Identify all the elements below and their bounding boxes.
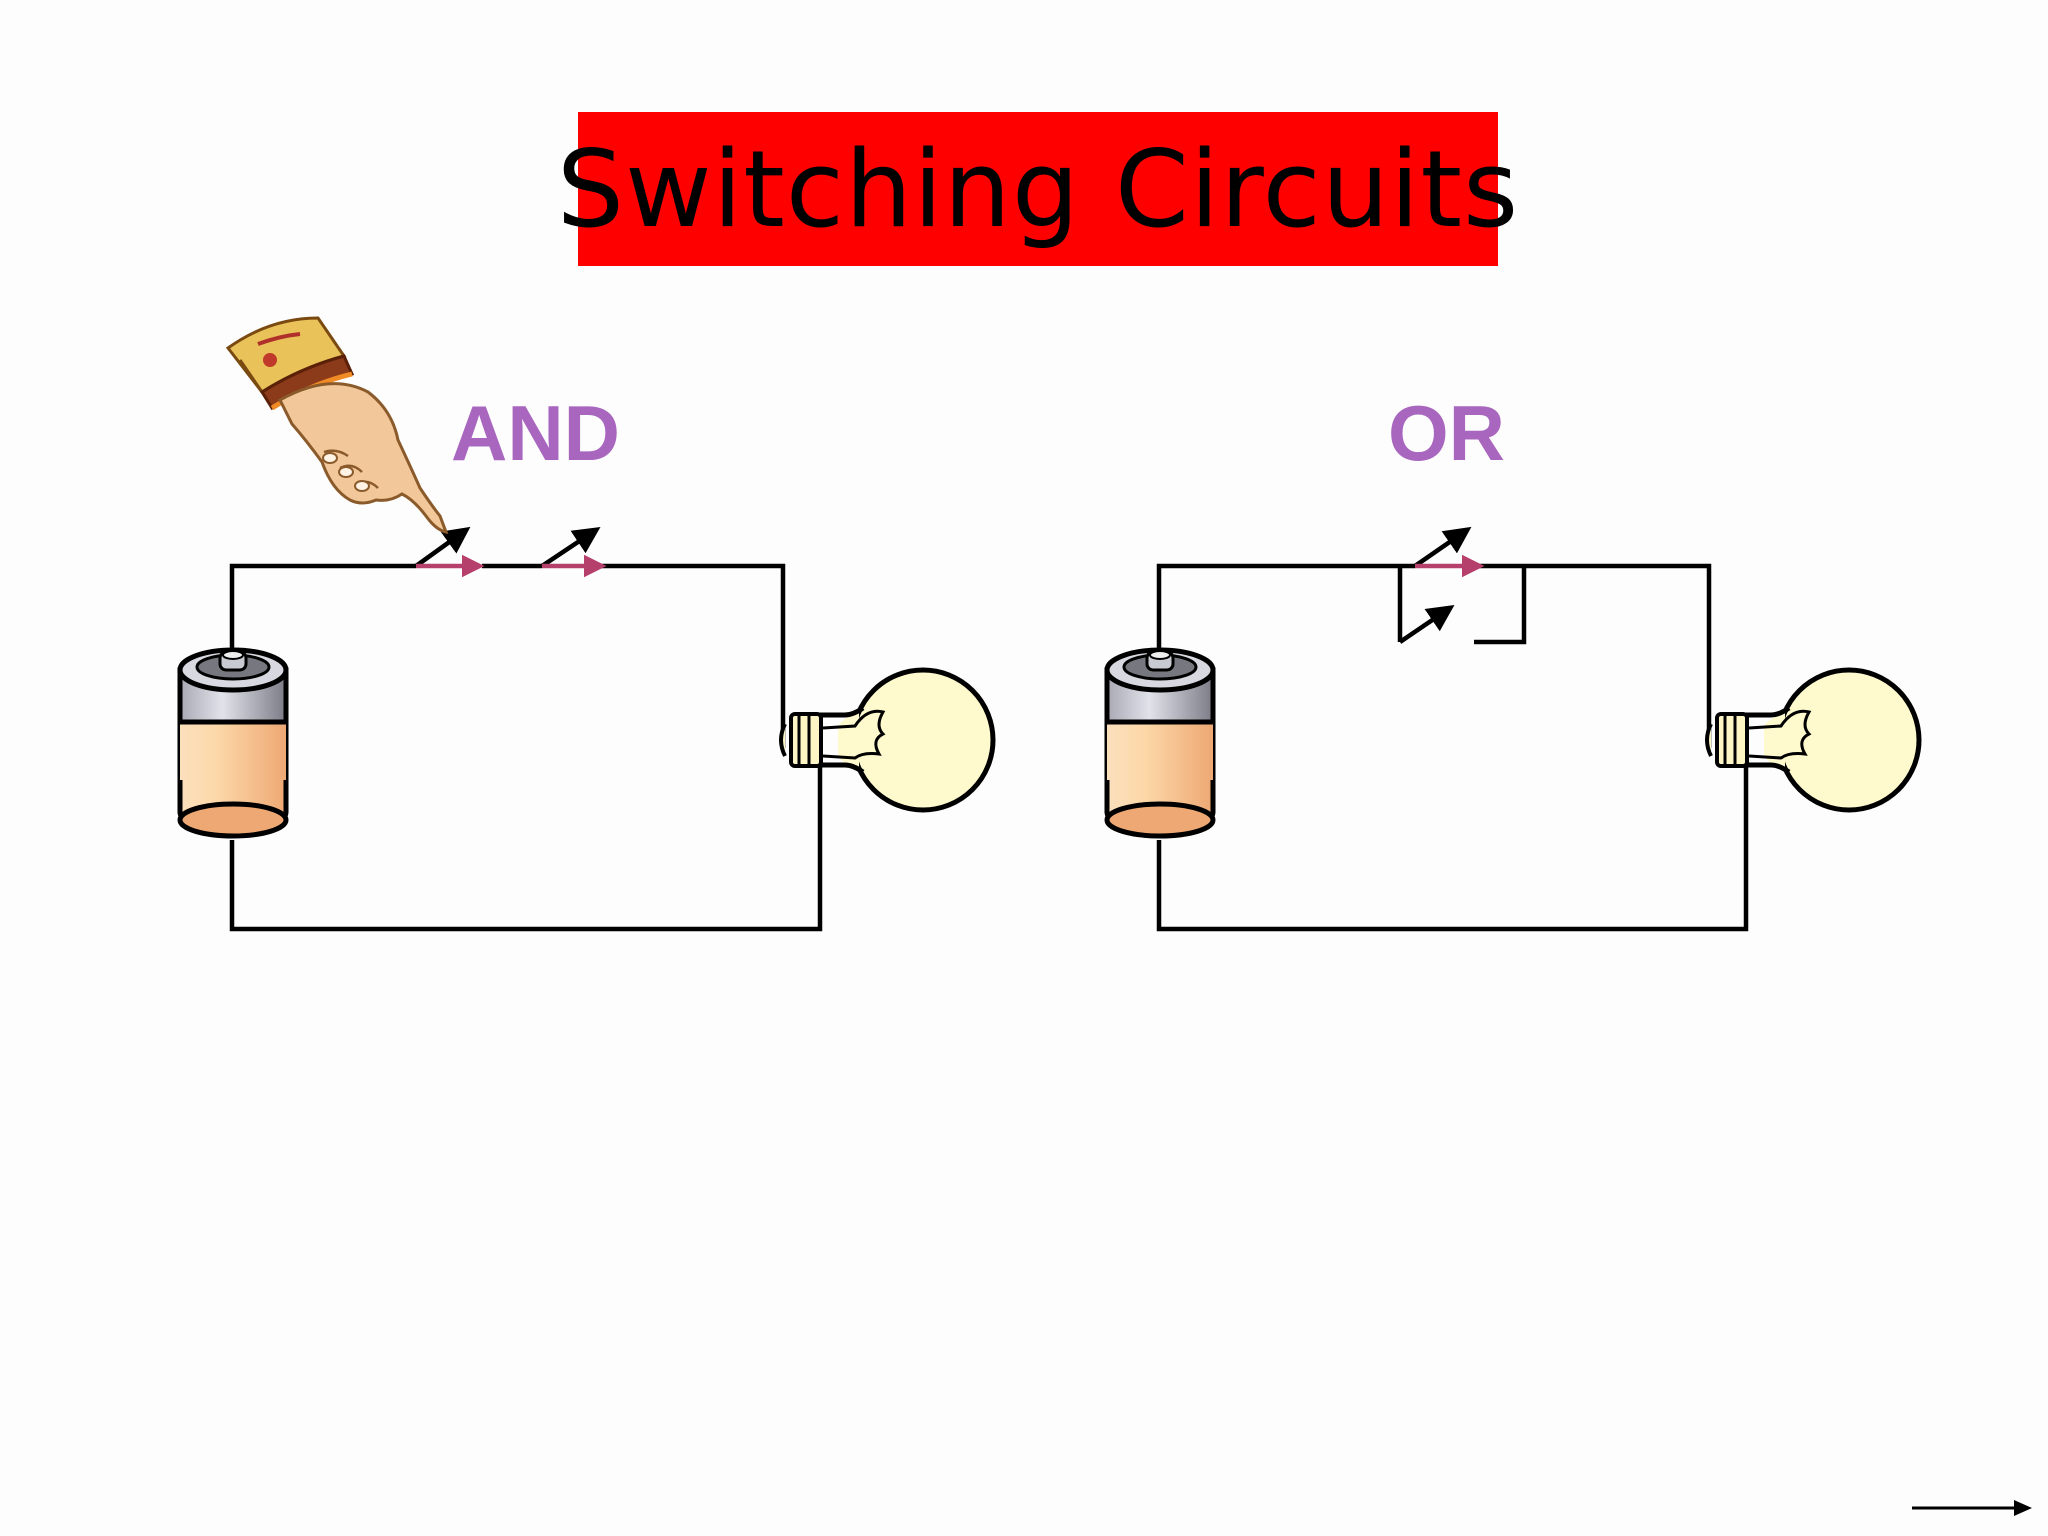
and-circuit bbox=[177, 526, 996, 932]
or-circuit bbox=[1104, 526, 1922, 932]
or-wire bbox=[1156, 563, 1749, 932]
or-parallel-branch bbox=[1397, 566, 1527, 645]
arrow-right-icon[interactable] bbox=[1912, 1500, 2032, 1516]
or-switch-2[interactable] bbox=[1398, 604, 1455, 644]
and-switch-2[interactable] bbox=[540, 527, 607, 578]
and-switch-1[interactable] bbox=[414, 526, 485, 578]
light-bulb-icon bbox=[1705, 667, 1922, 813]
pointing-hand-icon bbox=[225, 316, 449, 535]
title-background bbox=[578, 112, 1498, 266]
page-title: Switching Circuits bbox=[556, 127, 1520, 251]
and-wire bbox=[229, 563, 823, 932]
and-gate-label: AND bbox=[451, 389, 620, 477]
battery-icon bbox=[1104, 647, 1216, 839]
or-gate-label: OR bbox=[1388, 389, 1505, 477]
light-bulb-icon bbox=[779, 667, 996, 813]
or-switch-1[interactable] bbox=[1413, 526, 1485, 578]
battery-icon bbox=[177, 647, 289, 839]
